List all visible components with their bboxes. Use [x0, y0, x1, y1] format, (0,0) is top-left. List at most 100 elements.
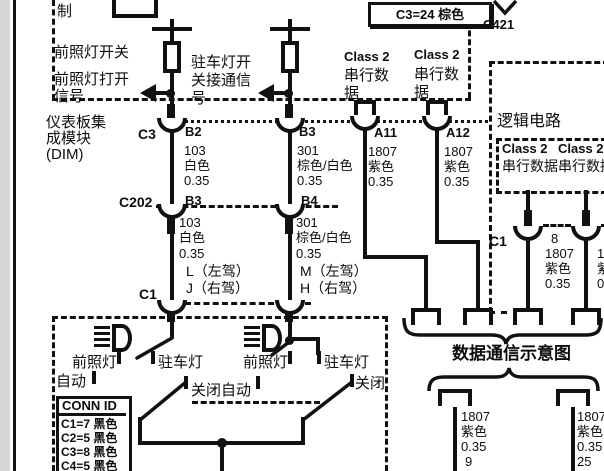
label-fragment: 制 [57, 3, 73, 20]
headlamp-beam-icon [244, 344, 260, 347]
wire-color: 紫色 [461, 424, 488, 439]
logic-box-left-edge [489, 61, 492, 313]
circuit-number: 103 [184, 143, 206, 158]
switch-box-top-edge [52, 316, 388, 319]
male-pin [167, 104, 175, 122]
male-pin [354, 100, 376, 115]
contact-tick [117, 351, 121, 364]
dim-box-top-edge [168, 120, 488, 123]
wire [584, 190, 588, 214]
class2-label: Class 2 [414, 47, 460, 62]
pin-label: B3 [299, 124, 316, 139]
pin-label: A12 [446, 125, 470, 140]
male-pin [285, 104, 293, 122]
contact-tick [184, 376, 188, 389]
wire [272, 91, 290, 95]
page-border-line [13, 0, 16, 471]
wire-gauge: 0.35 [368, 174, 394, 189]
headlamp-beam-icon [244, 332, 260, 335]
logic-circuit-label: 逻辑电路 [497, 113, 562, 130]
headlamp-beam-icon [94, 332, 110, 335]
harness-terminal-icon [411, 308, 441, 325]
circuit-number: 103 [179, 215, 201, 230]
lhd-pin-note: L（左驾） [186, 263, 250, 279]
contact-tick [256, 376, 260, 389]
wire [170, 320, 174, 338]
c1-right-connector-plane [543, 224, 571, 227]
wire-color: 紫色 [597, 261, 604, 276]
junction-dot [166, 89, 175, 98]
wire-gauge: 0.35 [577, 439, 603, 454]
harness-terminal-icon [438, 389, 472, 406]
logic-box-bottom-edge [489, 311, 507, 314]
headlamp-position-label: 前照灯 [243, 354, 289, 371]
headlamp-beam-icon [244, 338, 260, 341]
contact-tick [317, 351, 321, 364]
wire-color: 紫色 [545, 261, 572, 276]
wire [290, 337, 320, 341]
wire [152, 27, 192, 31]
contact-tick [350, 374, 354, 387]
c1-right-connector-plane [601, 224, 604, 227]
headlamp-beam-icon [94, 338, 110, 341]
wire [363, 255, 428, 259]
headlamp-position-label: 前照灯 [72, 354, 118, 371]
wire [288, 232, 292, 302]
harness-terminal-icon [571, 308, 601, 325]
junction-dot [284, 89, 293, 98]
wire [288, 19, 292, 28]
park-position-label: 驻车灯 [324, 354, 370, 371]
table-row: C2=5 黑色 [61, 431, 118, 445]
resistor-icon [281, 41, 299, 73]
c421-label: C421 [483, 17, 515, 32]
relay-symbol [112, 0, 158, 18]
headlamp-switch-label: 前照灯开关 [54, 44, 130, 61]
wire [571, 407, 575, 471]
connector-c1-label: C1 [139, 286, 157, 302]
circuit-number: 1807 [461, 409, 490, 424]
off-auto-position-label: 关闭自动 [191, 382, 252, 399]
wire [435, 240, 480, 244]
male-pin [524, 210, 532, 228]
harness-terminal-icon [463, 308, 493, 325]
wire [526, 190, 530, 214]
circuit-number: 301 [297, 143, 319, 158]
top-box-right-edge [468, 4, 471, 98]
table-row: C1=7 黑色 [61, 417, 118, 431]
headlamp-on-signal-label-2: 信号 [54, 88, 85, 105]
class2-label: 串行数 [344, 67, 390, 84]
logic-box-top-edge [489, 61, 604, 64]
wire [476, 240, 480, 310]
male-pin [167, 208, 175, 234]
chevron-connector-icon [492, 0, 518, 16]
class2-label: 据 [344, 85, 360, 102]
rhd-pin-note: H（右驾） [300, 280, 367, 296]
c202-connector-plane [156, 205, 338, 208]
dim-name-1: 仪表板集 [46, 114, 107, 131]
headlamp-beam-icon [244, 326, 260, 329]
wire-color: 紫色 [444, 159, 471, 174]
wire [301, 417, 305, 443]
wire [288, 131, 292, 206]
park-lamp-signal-label-3: 号 [191, 90, 207, 107]
class2-label: Class 2 [558, 141, 604, 156]
wire [526, 239, 530, 308]
arrow-left-icon [140, 84, 156, 102]
conn-id-table [56, 396, 132, 471]
class2-label: 串行数据 [502, 158, 558, 174]
wire-color: 棕色/白色 [296, 230, 352, 245]
park-position-label: 驻车灯 [158, 354, 204, 371]
park-lamp-signal-label-2: 关接通信 [191, 72, 252, 89]
headlamp-lens-icon [112, 324, 132, 352]
page-edge-strip [0, 0, 10, 471]
arrow-left-icon [258, 84, 274, 102]
wire [170, 232, 174, 302]
wire-color: 棕色/白色 [297, 158, 353, 173]
table-divider [59, 413, 126, 416]
top-box-left-edge [52, 0, 55, 100]
wire-gauge: 0.35 [444, 174, 470, 189]
table-row: C4=5 黑色 [61, 459, 118, 471]
connector-c1-right-label: C1 [489, 233, 507, 249]
class2-label: Class 2 [344, 49, 390, 64]
connector-cup-icon [275, 300, 305, 315]
